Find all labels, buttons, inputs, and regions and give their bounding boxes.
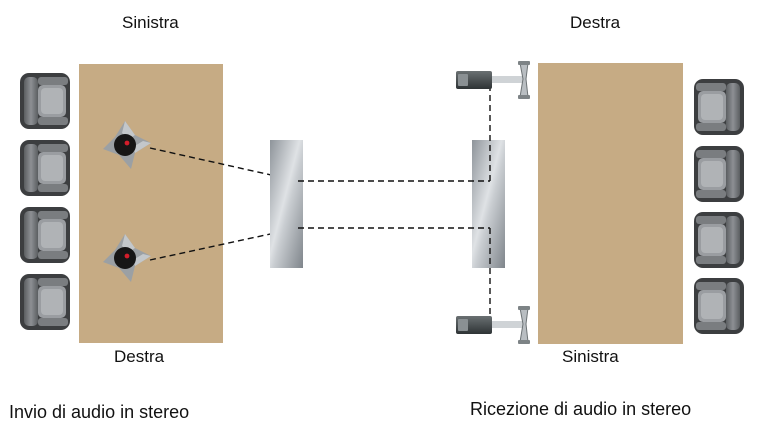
right-chairs [694, 79, 744, 334]
chair-icon [694, 146, 744, 202]
chair-icon [694, 79, 744, 135]
chair-icon [694, 278, 744, 334]
chair-icon [20, 73, 70, 129]
right-table [538, 63, 683, 344]
send-signal-lines [149, 147, 299, 261]
left-top-label: Sinistra [122, 13, 179, 32]
left-chairs [20, 73, 70, 330]
signal-line-lower [149, 227, 299, 261]
left-table [79, 64, 223, 343]
speaker-icon [455, 60, 531, 100]
left-bottom-label: Destra [114, 347, 165, 366]
chair-icon [20, 207, 70, 263]
right-bottom-label: Sinistra [562, 347, 619, 366]
transmission-lines [298, 87, 491, 323]
chair-icon [694, 212, 744, 268]
right-top-label: Destra [570, 13, 621, 32]
chair-icon [20, 140, 70, 196]
codec-panel-icon [472, 140, 505, 268]
speaker-icon [455, 305, 531, 345]
signal-line-upper [149, 147, 299, 182]
codec-panel-icon [270, 140, 303, 268]
chair-icon [20, 274, 70, 330]
send-caption: Invio di audio in stereo [9, 402, 190, 422]
receive-caption: Ricezione di audio in stereo [470, 399, 692, 419]
